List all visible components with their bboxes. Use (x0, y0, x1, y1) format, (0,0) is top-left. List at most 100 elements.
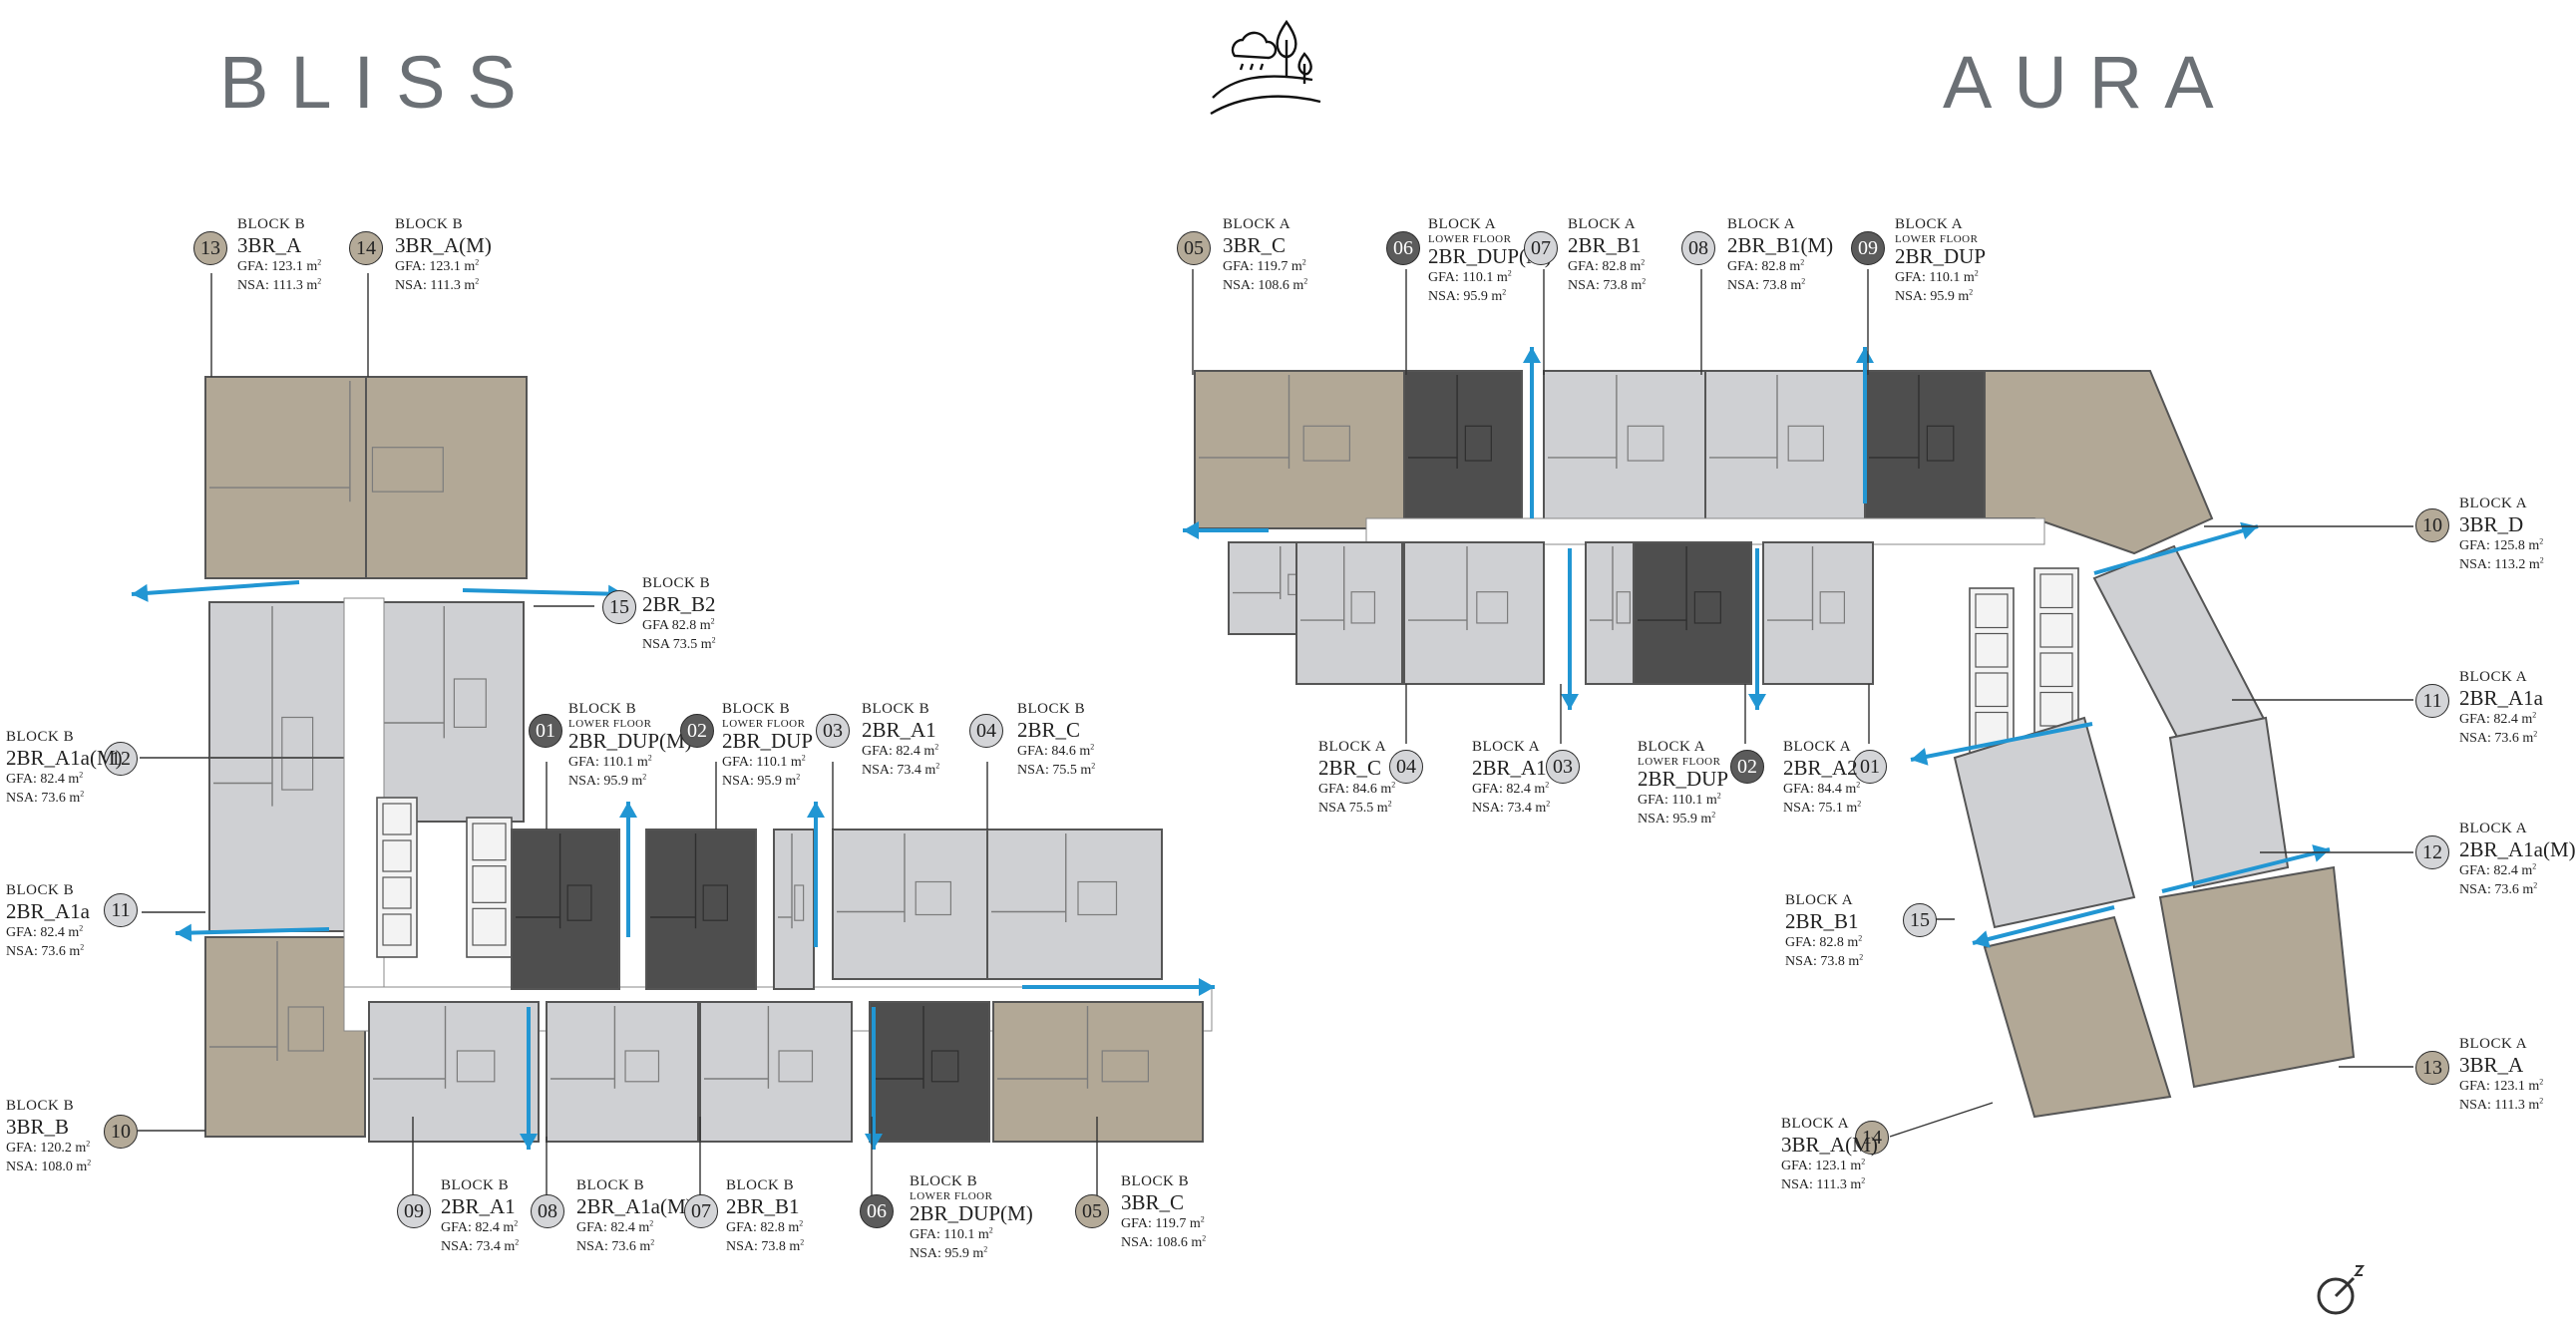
bliss-unit-b12-block: BLOCK B (6, 729, 75, 745)
aura-unit-a06-type: 2BR_DUP(M) (1428, 244, 1552, 268)
aura-unit-a05-badge: 05 (1177, 231, 1211, 265)
aura-lift-core-a-cab (1975, 672, 2009, 708)
bliss-lift-core-a-cab (382, 913, 412, 946)
aura-unit-a15-block: BLOCK A (1785, 892, 1854, 908)
aura-unit-a02-nsa: NSA: 95.9 m2 (1638, 810, 1716, 827)
bliss-unit-b06-badge: 06 (860, 1194, 894, 1228)
aura-lift-core-b-cab (2039, 573, 2073, 609)
aura-unit-a02-badge: 02 (1730, 750, 1764, 784)
bliss-unit-b02-block: BLOCK B (722, 701, 791, 717)
bliss-arrow-11-west-head (176, 923, 192, 942)
bliss-unit-b13-nsa: NSA: 111.3 m2 (237, 276, 322, 293)
bliss-arrow-13-west (131, 580, 300, 596)
bliss-unit-b01-block: BLOCK B (568, 701, 637, 717)
bliss-unit-b14-type: 3BR_A(M) (395, 233, 492, 257)
aura-unit-03-bath (1476, 591, 1509, 624)
bliss-unit-11-12 (208, 601, 350, 932)
bliss-unit-b02-gfa: GFA: 110.1 m2 (722, 753, 806, 770)
aura-unit-a06-nsa: NSA: 95.9 m2 (1428, 287, 1507, 304)
aura-unit-a13-type: 3BR_A (2459, 1053, 2524, 1077)
aura-unit-01-bath (1819, 591, 1845, 624)
bliss-unit-b10-badge: 10 (104, 1115, 138, 1149)
aura-unit-a05-type: 3BR_C (1223, 233, 1287, 257)
bliss-unit-b09-block: BLOCK B (441, 1177, 510, 1193)
aura-unit-a04-block: BLOCK A (1318, 739, 1387, 755)
aura-unit-a07-nsa: NSA: 73.8 m2 (1568, 276, 1647, 293)
aura-unit-05 (1194, 370, 1405, 529)
bliss-unit-b13-block: BLOCK B (237, 216, 306, 232)
aura-unit-06-bath (1464, 425, 1492, 462)
bliss-unit-b04-type: 2BR_C (1017, 718, 1081, 742)
aura-unit-15 (1953, 716, 2136, 929)
bliss-unit-b15-gfa: GFA 82.8 m2 (642, 616, 715, 633)
aura-unit-08-bath (1787, 425, 1824, 462)
aura-unit-a14-badge: 14 (1855, 1121, 1889, 1155)
bliss-unit-04 (986, 829, 1163, 980)
bliss-unit-b12-nsa: NSA: 73.6 m2 (6, 789, 85, 806)
bliss-unit-01-bath (566, 884, 592, 921)
bliss-unit-b13-gfa: GFA: 123.1 m2 (237, 257, 322, 274)
bliss-unit-b08-badge: 08 (531, 1194, 564, 1228)
bliss-title: BLISS (219, 41, 539, 124)
aura-unit-a15-nsa: NSA: 73.8 m2 (1785, 952, 1864, 969)
bliss-unit-10-bath (287, 1006, 325, 1052)
bliss-unit-b01-type: 2BR_DUP(M) (568, 729, 692, 753)
aura-unit-04 (1295, 541, 1403, 685)
bliss-unit-b09-nsa: NSA: 73.4 m2 (441, 1237, 520, 1254)
bliss-unit-b15-type: 2BR_B2 (642, 592, 716, 616)
aura-unit-05-bath (1302, 425, 1350, 462)
bliss-unit-b08-nsa: NSA: 73.6 m2 (576, 1237, 655, 1254)
aura-unit-a03-nsa: NSA: 73.4 m2 (1472, 799, 1551, 816)
bliss-unit-b14-gfa: GFA: 123.1 m2 (395, 257, 480, 274)
bliss-unit-06-bath (930, 1050, 959, 1083)
aura-unit-a12-gfa: GFA: 82.4 m2 (2459, 861, 2537, 878)
bliss-unit-b09-badge: 09 (397, 1194, 431, 1228)
aura-unit-a10-gfa: GFA: 125.8 m2 (2459, 536, 2544, 553)
bliss-unit-15-bath (453, 678, 487, 729)
aura-unit-a09-badge: 09 (1851, 231, 1885, 265)
bliss-unit-08 (546, 1001, 699, 1143)
bliss-unit-b14-nsa: NSA: 111.3 m2 (395, 276, 480, 293)
bliss-arrow-02-north-head (807, 802, 825, 818)
aura-unit-a14-type: 3BR_A(M) (1781, 1133, 1878, 1157)
bliss-stair (773, 829, 815, 990)
bliss-lift-core-a-cab (382, 876, 412, 909)
bliss-unit-b09-type: 2BR_A1 (441, 1194, 516, 1218)
aura-unit-13 (2158, 865, 2356, 1089)
aura-unit-a08-type: 2BR_B1(M) (1727, 233, 1834, 257)
aura-unit-a11-block: BLOCK A (2459, 669, 2528, 685)
aura-unit-a15-badge: 15 (1903, 903, 1937, 937)
aura-unit-a10-block: BLOCK A (2459, 496, 2528, 511)
bliss-unit-b05-badge: 05 (1075, 1194, 1109, 1228)
aura-unit-a03-gfa: GFA: 82.4 m2 (1472, 780, 1550, 797)
bliss-unit-09-bath (456, 1050, 496, 1083)
aura-arrow-02-south-head (1748, 694, 1766, 710)
aura-unit-14 (1983, 915, 2172, 1119)
bliss-unit-b08-gfa: GFA: 82.4 m2 (576, 1218, 654, 1235)
aura-unit-a13-block: BLOCK A (2459, 1036, 2528, 1052)
aura-arrow-01-west-head (1911, 748, 1929, 766)
bliss-unit-01 (511, 829, 620, 990)
bliss-unit-13-14-bath (371, 447, 444, 493)
aura-unit-a09-type: 2BR_DUP (1895, 244, 1987, 268)
bliss-unit-b10-type: 3BR_B (6, 1115, 70, 1139)
aura-arrow-03-south-head (1561, 694, 1579, 710)
aura-unit-a07-badge: 07 (1524, 231, 1558, 265)
aura-unit-a02-lower: LOWER FLOOR (1638, 756, 1721, 768)
aura-arrow-12-east (2161, 847, 2331, 893)
bliss-unit-b11-nsa: NSA: 73.6 m2 (6, 942, 85, 959)
aura-leader-14 (1889, 1102, 1994, 1138)
bliss-unit-b02-lower: LOWER FLOOR (722, 718, 806, 730)
bliss-unit-b07-type: 2BR_B1 (726, 1194, 800, 1218)
aura-lift-core-a-cab (1975, 593, 2009, 629)
aura-unit-a10-nsa: NSA: 113.2 m2 (2459, 555, 2544, 572)
aura-unit-a14-block: BLOCK A (1781, 1116, 1850, 1132)
bliss-unit-b08-block: BLOCK B (576, 1177, 645, 1193)
bliss-unit-b15-block: BLOCK B (642, 575, 711, 591)
